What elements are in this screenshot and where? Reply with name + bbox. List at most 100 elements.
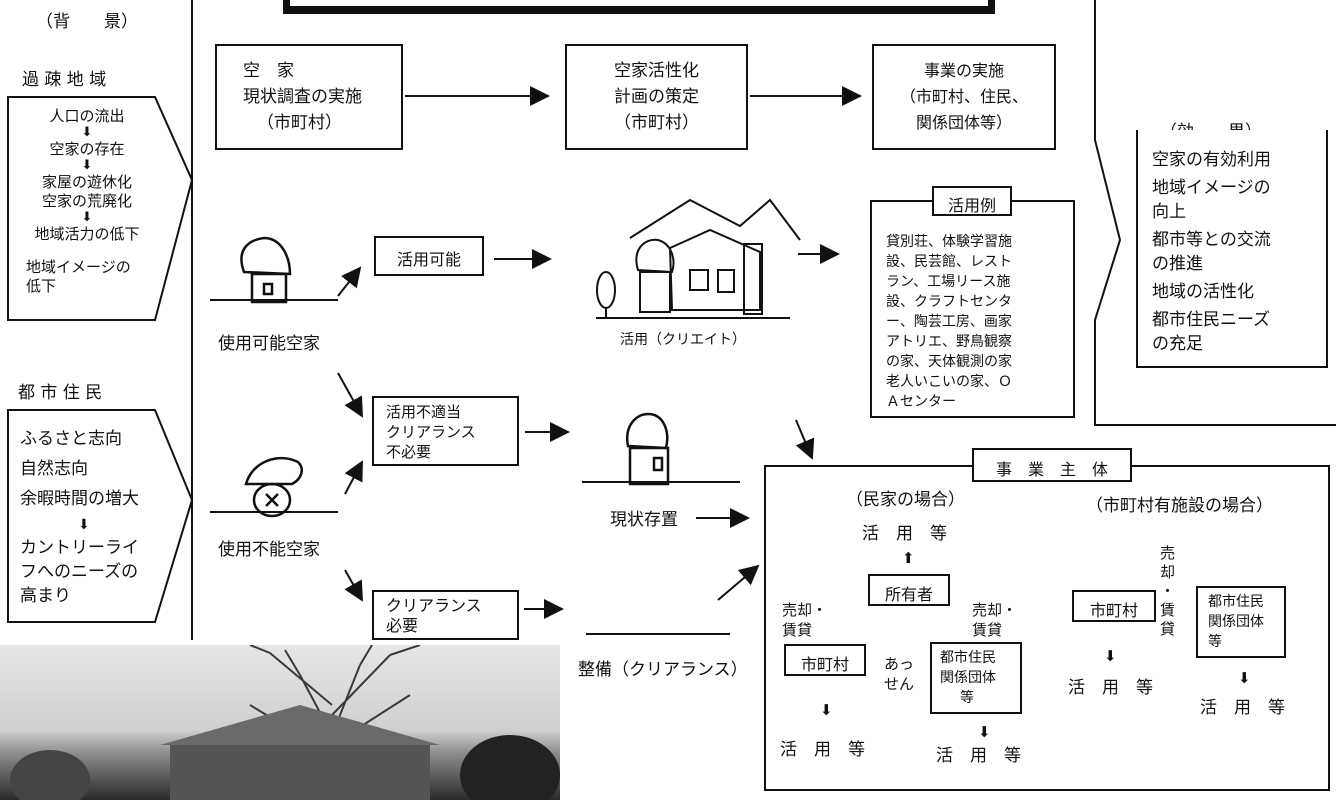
municipal-katsuyo-left: 活 用 等 xyxy=(1068,678,1153,698)
municipal-muni-label: 市町村 xyxy=(1089,601,1138,620)
background-header: （背 景） xyxy=(36,12,138,32)
implement-line-2: （市町村、住民、 xyxy=(899,87,1028,106)
municipal-sell-4: 賃 xyxy=(1160,601,1176,619)
effects-line-3: 向上 xyxy=(1152,202,1186,222)
survey-box: 空 家 現状調査の実施 （市町村） xyxy=(215,44,403,150)
option-unsuitable: 活用不適当 クリアランス 不必要 xyxy=(372,396,519,466)
actors-title-box: 事 業 主 体 xyxy=(972,448,1132,482)
private-katsuyo-left: 活 用 等 xyxy=(780,740,865,760)
effects-line-4: 都市等との交流 xyxy=(1152,230,1271,250)
examples-line-4: 設、クラフトセンタ xyxy=(886,294,1012,310)
toshi-line-6: 高まり xyxy=(20,586,71,606)
option-clearance: クリアランス 必要 xyxy=(372,590,519,640)
toshi-line-4: カントリーライ xyxy=(20,538,139,558)
katsuyo-scene-sketch xyxy=(596,198,801,318)
kaso-line-6: 地域イメージの xyxy=(26,258,131,276)
implement-box: 事業の実施 （市町村、住民、 関係団体等） xyxy=(872,44,1056,150)
kaso-line-5: 地域活力の低下 xyxy=(34,225,140,243)
municipal-group-line-1: 都市住民 xyxy=(1208,594,1264,610)
private-header: （民家の場合） xyxy=(846,490,965,510)
owner-box: 所有者 xyxy=(868,574,950,606)
private-group-line-2: 関係団体 xyxy=(940,670,996,686)
status-quo-house-sketch xyxy=(625,412,670,486)
seibi-label: 整備（クリアランス） xyxy=(578,660,748,680)
examples-title: 活用例 xyxy=(947,196,996,215)
private-katsuyo-right: 活 用 等 xyxy=(936,746,1021,766)
effects-line-1: 空家の有効利用 xyxy=(1152,150,1271,170)
effects-line-8: の充足 xyxy=(1152,334,1203,354)
municipal-group-line-2: 関係団体 xyxy=(1208,614,1264,630)
private-muni-box: 市町村 xyxy=(784,644,866,676)
municipal-sell-2: 却 xyxy=(1160,563,1176,581)
examples-line-3: ラン、工場リース施 xyxy=(886,274,1011,290)
municipal-muni-box: 市町村 xyxy=(1072,590,1156,622)
effects-line-5: の推進 xyxy=(1152,254,1203,274)
sell-left: 売却・ 賃貸 xyxy=(782,600,827,640)
examples-line-8: 老人いこいの家、Ｏ xyxy=(886,374,1012,390)
examples-box: 貸別荘、体験学習施 設、民芸館、レスト ラン、工場リース施 設、クラフトセンタ … xyxy=(870,200,1075,418)
sell-left-line-1: 売却・ xyxy=(782,601,828,619)
private-group-line-1: 都市住民 xyxy=(940,650,996,666)
implement-line-3: 関係団体等） xyxy=(915,113,1012,132)
private-muni-label: 市町村 xyxy=(800,655,849,674)
tree-silhouette-icon xyxy=(10,645,560,800)
plan-line-3: （市町村） xyxy=(614,113,699,133)
effects-line-6: 地域の活性化 xyxy=(1152,282,1254,302)
sell-right-line-2: 賃貸 xyxy=(972,621,1003,639)
toshi-line-5: フへのニーズの xyxy=(20,562,139,582)
down-arrow-icon: ⬇ xyxy=(81,158,93,173)
kaso-line-1: 人口の流出 xyxy=(49,107,125,125)
down-arrow-icon: ⬇ xyxy=(78,517,90,533)
plan-line-1: 空家活性化 xyxy=(614,61,699,81)
option-unsuitable-line-1: 活用不適当 xyxy=(386,403,462,421)
toshi-title: 都 市 住 民 xyxy=(18,383,103,403)
sell-left-line-2: 賃貸 xyxy=(782,621,813,639)
kaso-title: 過 疎 地 域 xyxy=(22,70,107,90)
down-arrow-icon: ⬇ xyxy=(1238,669,1251,687)
effects-line-2: 地域イメージの xyxy=(1152,178,1271,198)
private-group-line-3: 等 xyxy=(960,690,974,706)
survey-line-1: 空 家 xyxy=(243,61,294,81)
examples-line-7: の家、天体観測の家 xyxy=(886,354,1012,370)
option-unsuitable-line-3: 不必要 xyxy=(386,443,432,461)
up-arrow-icon: ⬆ xyxy=(902,549,915,567)
private-group-box: 都市住民 関係団体 等 xyxy=(930,642,1022,714)
down-arrow-icon: ⬇ xyxy=(820,701,833,719)
examples-line-2: 設、民芸館、レスト xyxy=(886,254,1012,270)
down-arrow-icon: ⬇ xyxy=(81,210,93,225)
municipal-sell-3: ・ xyxy=(1160,582,1176,600)
toshi-line-3: 余暇時間の増大 xyxy=(20,489,139,509)
assen-line-1: あっ xyxy=(884,655,915,673)
house-photo xyxy=(0,645,560,800)
toshi-list: ふるさと志向 自然志向 余暇時間の増大 ⬇ カントリーライ フへのニーズの 高ま… xyxy=(20,424,139,608)
kaso-line-7: 低下 xyxy=(26,277,57,295)
effects-line-7: 都市住民ニーズ xyxy=(1152,310,1271,330)
usable-house-label: 使用可能空家 xyxy=(218,334,320,354)
municipal-group-line-3: 等 xyxy=(1208,634,1222,650)
actors-title: 事 業 主 体 xyxy=(995,460,1108,479)
usable-house-sketch xyxy=(240,236,292,304)
unusable-house-label: 使用不能空家 xyxy=(218,540,320,560)
down-arrow-icon: ⬇ xyxy=(1104,647,1117,665)
municipal-header: （市町村有施設の場合） xyxy=(1086,496,1273,516)
assen-line-2: せん xyxy=(884,675,915,693)
examples-line-5: ー、陶芸工房、画家 xyxy=(886,314,1012,330)
option-clearance-line-2: 必要 xyxy=(386,616,419,635)
examples-title-box: 活用例 xyxy=(932,186,1012,216)
examples-line-1: 貸別荘、体験学習施 xyxy=(886,234,1012,250)
option-clearance-line-1: クリアランス xyxy=(386,596,482,615)
implement-line-1: 事業の実施 xyxy=(923,61,1004,80)
survey-line-2: 現状調査の実施 xyxy=(243,87,362,107)
status-quo-label: 現状存置 xyxy=(610,510,678,530)
private-katsuyo-top: 活 用 等 xyxy=(862,524,947,544)
survey-line-3: （市町村） xyxy=(257,113,342,133)
municipal-group-box: 都市住民 関係団体 等 xyxy=(1196,586,1286,658)
kaso-line-4: 空家の荒廃化 xyxy=(41,192,132,210)
option-unsuitable-line-2: クリアランス xyxy=(386,423,476,441)
kaso-tail: 地域イメージの 低下 xyxy=(26,258,131,296)
title-bar xyxy=(283,0,995,14)
examples-line-6: アトリエ、野鳥観察 xyxy=(886,334,1012,350)
municipal-sell: 売 却 ・ 賃 貸 xyxy=(1160,544,1175,639)
sell-right-line-1: 売却・ xyxy=(972,601,1018,619)
owner-label: 所有者 xyxy=(884,585,933,604)
